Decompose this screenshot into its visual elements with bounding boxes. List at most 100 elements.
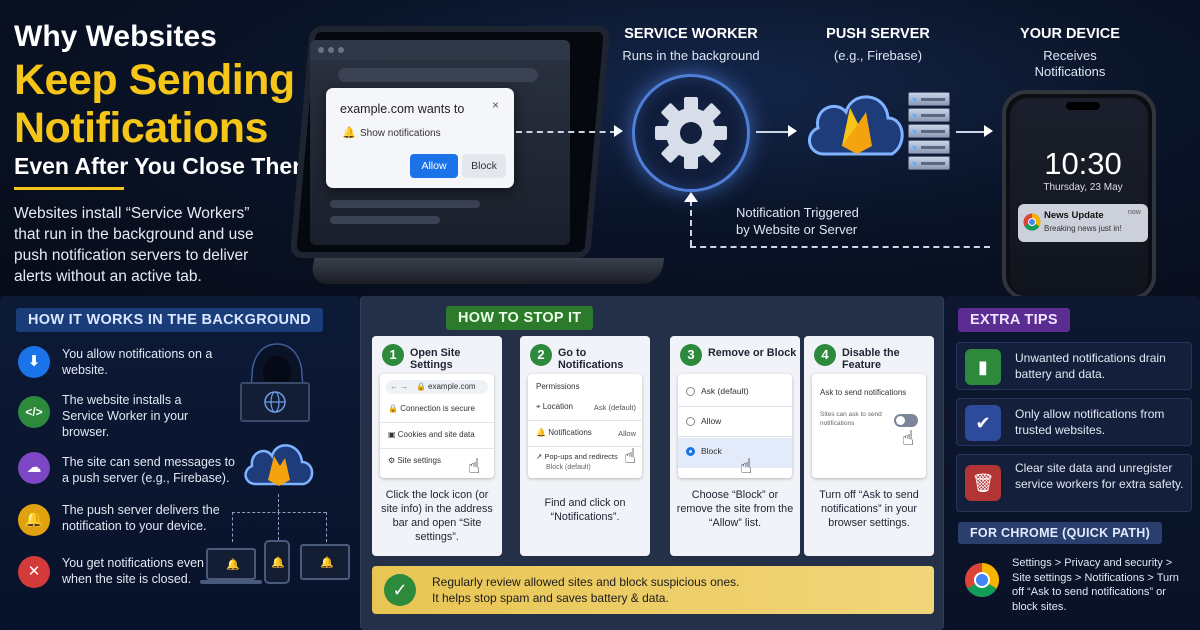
flow-arrow-2-head — [788, 125, 797, 137]
how-step-5: You get notifications even when the site… — [62, 556, 205, 586]
how-it-works-heading: HOW IT WORKS IN THE BACKGROUND — [16, 308, 323, 332]
ask-setting-sub: Sites can ask to send notifications — [820, 411, 882, 427]
notifications-row[interactable]: 🔔 Notifications — [536, 428, 592, 437]
battery-icon: ▮ — [965, 349, 1001, 385]
cloud-upload-icon: ☁ — [18, 452, 50, 484]
branch-line-left — [232, 512, 233, 542]
flow-arrow-3-head — [984, 125, 993, 137]
push-server-cloud — [800, 72, 910, 168]
bell-icon: 🔔 — [271, 557, 285, 569]
step-number: 2 — [530, 344, 552, 366]
notification-toggle[interactable] — [894, 414, 918, 427]
step-number: 1 — [382, 344, 404, 366]
phone-clock: 10:30 — [1044, 146, 1122, 181]
radio-allow[interactable]: Allow — [686, 416, 721, 427]
service-worker-caption: Runs in the background — [622, 48, 760, 63]
cookies-row[interactable]: ▣ Cookies and site data — [388, 430, 475, 439]
chrome-quick-path-heading: FOR CHROME (QUICK PATH) — [958, 522, 1163, 544]
site-info-mock: ← → 🔒 example.com 🔒 Connection is secure… — [380, 374, 494, 478]
disable-toggle-mock: Ask to send notifications Sites can ask … — [812, 374, 926, 478]
your-device-heading: YOUR DEVICE — [1020, 26, 1120, 42]
review-tip-text: Regularly review allowed sites and block… — [432, 574, 740, 606]
bell-icon: 🔔 — [18, 504, 50, 536]
radio-block[interactable]: Block — [686, 446, 722, 457]
review-tip-line-1: Regularly review allowed sites and block… — [432, 575, 740, 589]
cloud-icon — [808, 95, 904, 156]
how-step-1: You allow notifications on a website. — [62, 347, 213, 377]
your-device-caption-2: Notifications — [1034, 64, 1106, 79]
hero-title-line-2: Keep Sending — [14, 56, 295, 104]
your-device-label: YOUR DEVICE Receives Notifications — [1000, 26, 1140, 80]
block-options-mock: Ask (default) Allow Block — [678, 374, 792, 478]
close-icon[interactable]: × — [492, 98, 500, 112]
popups-row[interactable]: ↗ Pop-ups and redirects — [536, 452, 618, 461]
flow-arrow-1 — [516, 131, 616, 133]
branch-line — [278, 494, 279, 512]
step-card-4: 4 Disable the Feature Ask to send notifi… — [804, 336, 934, 556]
how-to-stop-heading: HOW TO STOP IT — [446, 306, 594, 330]
return-arrow-vertical — [690, 200, 692, 246]
push-server-heading: PUSH SERVER — [826, 26, 930, 42]
branch-line-horizontal — [232, 512, 326, 513]
branch-line-center — [278, 512, 279, 540]
trigger-caption: Notification Triggered by Website or Ser… — [736, 205, 859, 237]
tip-card-battery: ▮ Unwanted notifications drain battery a… — [956, 342, 1192, 390]
nav-arrows-icon[interactable]: ← → — [390, 382, 409, 391]
tip-card-trusted: ✔ Only allow notifications from trusted … — [956, 398, 1192, 446]
tip-text-clear-data: Clear site data and unregister service w… — [1015, 461, 1184, 491]
lock-icon[interactable]: 🔒 — [416, 382, 426, 391]
tip-card-clear-data: 🗑 Clear site data and unregister service… — [956, 454, 1192, 512]
phone-notification-card[interactable]: News Update Breaking news just in! now — [1018, 204, 1148, 242]
step-card-1: 1 Open Site Settings ← → 🔒 example.com 🔒… — [372, 336, 502, 556]
your-device-caption-1: Receives — [1043, 48, 1097, 63]
push-server-label: PUSH SERVER (e.g., Firebase) — [808, 26, 948, 64]
phone-notch — [1066, 102, 1100, 110]
hacker-laptop — [240, 382, 310, 422]
bell-icon: 🔔 — [226, 559, 240, 571]
globe-icon — [264, 391, 286, 413]
return-arrow-head — [684, 192, 698, 202]
chrome-path-text: Settings > Privacy and security > Site s… — [1012, 557, 1179, 613]
popup-title: example.com wants to — [340, 102, 465, 116]
site-settings-text: Site settings — [397, 456, 441, 465]
location-row[interactable]: ⌖ Location — [536, 402, 573, 411]
step-description: Choose “Block” or remove the site from t… — [676, 489, 794, 529]
popups-text: Pop-ups and redirects — [544, 452, 618, 461]
bell-icon: 🔔 — [342, 127, 356, 139]
step-title: Open Site Settings — [410, 347, 461, 371]
radio-ask[interactable]: Ask (default) — [686, 386, 749, 397]
monitor-device-icon: 🔔 — [300, 544, 350, 580]
block-button[interactable]: Block — [462, 154, 506, 178]
flow-arrow-2 — [756, 131, 788, 133]
hero-title-line-1: Why Websites — [14, 20, 217, 53]
address-bar[interactable]: ← → 🔒 example.com — [386, 380, 488, 394]
shield-check-icon: ✔ — [965, 405, 1001, 441]
service-worker-gear-circle — [632, 74, 750, 192]
step-description: Find and click on “Notifications”. — [544, 497, 626, 523]
step-description: Turn off “Ask to send notifications” in … — [819, 489, 919, 529]
step-number: 3 — [680, 344, 702, 366]
firebase-cloud-icon — [244, 444, 314, 486]
cookies-text: Cookies and site data — [397, 430, 475, 439]
download-icon: ⬇ — [18, 346, 50, 378]
radio-ask-label: Ask (default) — [701, 386, 749, 396]
notification-body: Breaking news just in! — [1044, 224, 1122, 233]
allow-button[interactable]: Allow — [410, 154, 458, 178]
trash-icon: 🗑 — [965, 465, 1001, 501]
code-icon: </> — [18, 396, 50, 428]
notifications-value: Allow — [618, 429, 636, 438]
laptop-device-icon: 🔔 — [206, 548, 256, 580]
site-settings-row[interactable]: ⚙ Site settings — [388, 456, 441, 465]
review-tip-banner: ✓ Regularly review allowed sites and blo… — [372, 566, 934, 614]
step-title: Go to Notifications — [558, 347, 624, 371]
hero-subtitle: Even After You Close Them — [14, 153, 313, 179]
laptop-base — [309, 258, 665, 284]
service-worker-heading: SERVICE WORKER — [624, 26, 758, 42]
hand-cursor-icon: ☝ — [624, 446, 637, 468]
bell-icon: 🔔 — [320, 557, 334, 569]
location-value: Ask (default) — [593, 403, 636, 412]
server-rack-icon — [908, 92, 950, 170]
radio-block-label: Block — [701, 446, 722, 456]
service-worker-label: SERVICE WORKER Runs in the background — [610, 26, 772, 64]
step-title: Disable the Feature — [842, 347, 900, 371]
